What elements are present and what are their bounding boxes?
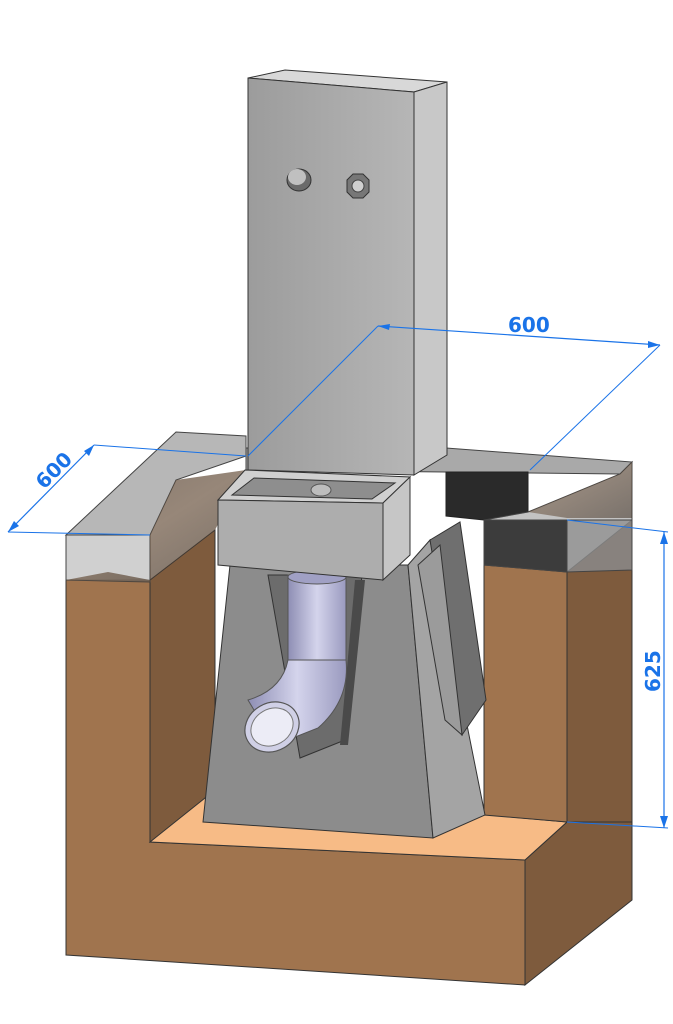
pipe-mouth-inner [250,707,294,747]
basin [216,469,412,582]
topsoil-right-texture [528,462,632,518]
dimension-height-label: 625 [641,650,665,692]
dimension-depth-label: 600 [31,447,77,493]
basin-drain [310,483,332,497]
pedestal-fin-face [417,543,463,737]
topsoil-right-front [483,519,568,573]
topsoil-dark-back [445,471,529,521]
pedestal-cutout-inner [340,580,365,745]
soil-base-side [524,821,633,987]
drain-pipe [244,569,347,753]
dimension-width-label: 600 [508,313,550,337]
soil-left-inner [149,528,216,844]
dimension-height-right: 625 [566,519,669,829]
topsoil-left-texture [66,470,246,582]
dimension-width-top: 600 [247,313,661,471]
pipe-vertical [287,574,347,671]
soil-right-front [483,564,568,823]
basin-side [382,475,411,582]
topsoil-right-side [566,519,633,573]
valve-nut-fitting [346,173,370,199]
topsoil-layer [64,431,634,583]
panel-front [247,77,415,476]
push-button-fitting [286,168,312,192]
upright-panel [247,69,448,476]
panel-side [413,81,448,476]
